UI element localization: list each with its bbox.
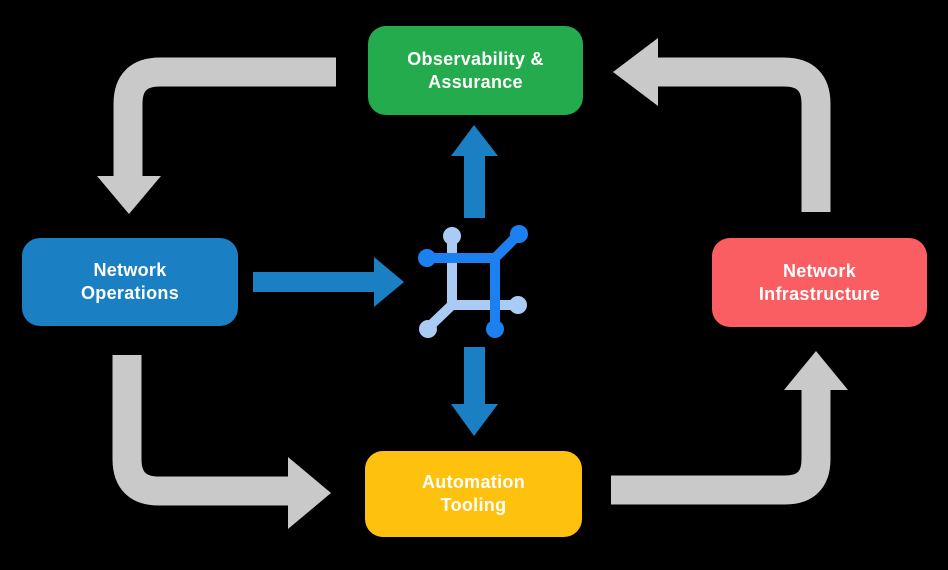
arrow-head-up-icon <box>784 351 848 390</box>
blue-arrow-icon-to-observability <box>451 125 498 218</box>
network-grid-icon <box>418 225 528 338</box>
node-label-line: Network <box>93 260 167 280</box>
arrow-head-up-icon <box>451 125 498 156</box>
icon-node-bottom-left <box>419 320 437 338</box>
arrow-elbow <box>658 57 831 212</box>
arrow-head-right-icon <box>374 257 404 307</box>
arrow-elbow <box>112 355 290 506</box>
node-label-line: Assurance <box>428 71 523 92</box>
blue-arrow-operations-to-icon <box>253 257 404 307</box>
node-label-line: Infrastructure <box>758 283 881 304</box>
blue-arrow-icon-to-automation <box>451 347 498 436</box>
arrow-shaft <box>464 153 485 218</box>
node-automation-tooling: Automation Tooling <box>365 451 582 537</box>
arrow-elbow <box>113 57 336 178</box>
node-label-line: Network <box>782 260 857 281</box>
icon-node-right <box>509 296 527 314</box>
node-label-line: Observability & <box>407 48 544 69</box>
icon-node-top <box>443 227 461 245</box>
node-label-line: Tooling <box>440 495 507 515</box>
icon-node-left <box>418 249 436 267</box>
arrow-head-down-icon <box>451 404 498 436</box>
node-label-line: Automation <box>422 472 525 492</box>
arrow-head-right-icon <box>288 457 331 529</box>
icon-top-right-diagonal-line <box>490 232 521 263</box>
flow-arrow-automation-to-infrastructure <box>611 351 848 505</box>
arrow-shaft <box>253 272 375 292</box>
icon-node-bottom <box>486 320 504 338</box>
flow-arrow-infrastructure-to-observability <box>613 38 831 212</box>
node-observability-assurance: Observability & Assurance <box>368 26 583 115</box>
arrow-elbow <box>611 389 831 505</box>
arrow-head-left-icon <box>613 38 658 106</box>
flow-arrow-observability-to-operations <box>97 57 336 214</box>
arrow-head-down-icon <box>97 176 161 214</box>
flow-arrow-operations-to-automation <box>112 355 331 529</box>
node-network-operations: Network Operations <box>22 238 238 326</box>
node-label-line: Operations <box>80 283 180 303</box>
icon-node-top-right <box>510 225 528 243</box>
arrow-shaft <box>464 347 485 407</box>
node-network-infrastructure: Network Infrastructure <box>712 238 927 327</box>
